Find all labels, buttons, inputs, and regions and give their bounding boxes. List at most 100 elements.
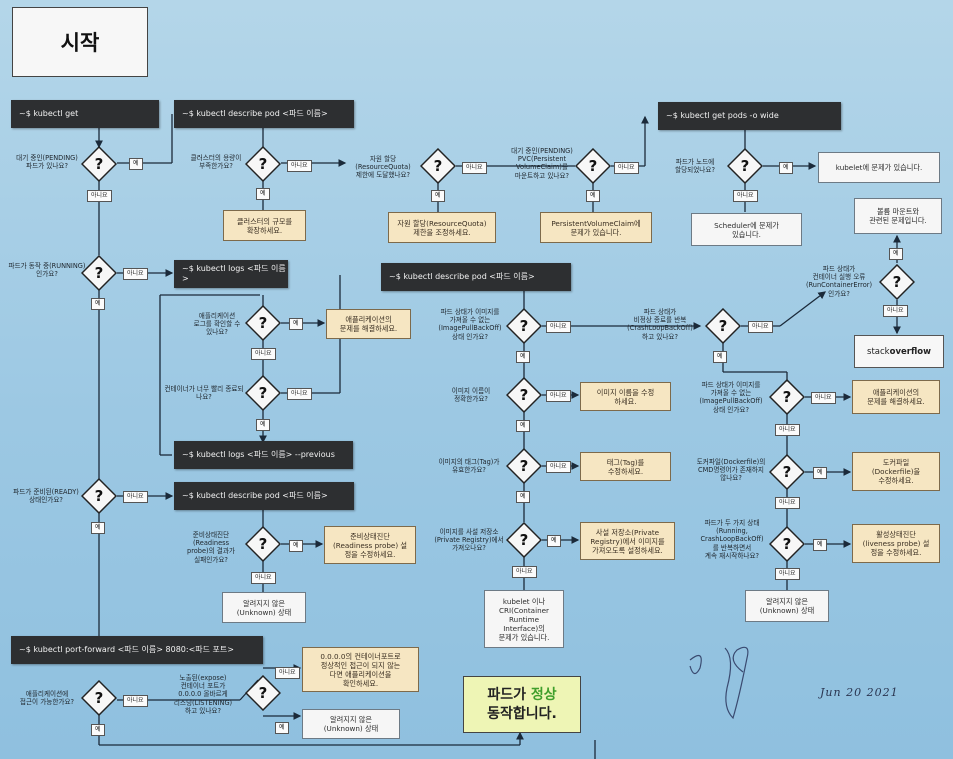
tag-no: 아니요 [123,695,148,707]
tag-no: 아니요 [775,568,800,580]
tag-yes: 예 [431,190,445,202]
decision-logs-check: ? [245,305,281,341]
answer-port-listen-issue: 0.0.0.0의 컨테이너포트로 정상적인 접근이 되지 않는 다면 애플리케이… [302,647,419,692]
q-exposed-listening-label: 노출된(expose) 컨테이너 포트가 0.0.0.0 올바르게 리스닝(LI… [173,674,233,715]
answer-fix-app-right: 애플리케이션의 문제를 해결하세요. [852,380,940,414]
signature [689,646,749,720]
tag-no: 아니요 [546,321,571,333]
cmd-kubectl-get: ~$ kubectl get [11,100,159,128]
decision-readiness-fail: ? [245,526,281,562]
tag-no: 아니요 [748,321,773,333]
cmd-port-forward: ~$ kubectl port-forward <파드 이름> 8080:<파드… [11,636,263,664]
tag-yes: 예 [289,540,303,552]
tag-yes: 예 [813,467,827,479]
q-image-name-label: 이미지 이름이 정확한가요? [451,387,491,404]
tag-yes: 예 [713,351,727,363]
tag-yes: 예 [813,539,827,551]
tag-yes: 예 [91,724,105,736]
q-ready-label: 파드가 준비된(READY) 상태인가요? [13,488,79,505]
decision-dockerfile-cmd: ? [769,454,805,490]
answer-fix-liveness: 활성상태진단 (liveness probe) 설 정을 수정하세요. [852,524,940,563]
answer-scale-cluster: 클러스터의 규모를 확장하세요. [223,210,306,241]
final-line2: 동작합니다. [487,705,557,722]
q-image-pull-right-label: 파드 상태가 이미지를 가져올 수 없는 (ImagePullBackOff) … [699,381,763,414]
tag-yes: 예 [516,420,530,432]
q-run-container-error-label: 파드 상태가 컨테이너 실행 오류 (RunContainerError) 인가… [805,265,873,298]
stackoverflow-pre: stack [867,346,890,357]
decision-image-pull-right: ? [769,379,805,415]
q-restarting-label: 파드가 두 가지 상태 (Running, CrashLoopBackOff) … [700,519,764,560]
q-dockerfile-cmd-label: 도커파일(Dockerfile)의 CMD명령어가 존재하지 않나요? [696,458,766,483]
decision-exposed-listening: ? [245,675,281,711]
decision-running: ? [81,255,117,291]
answer-mount-issue: 볼륨 마운트와 관련된 문제입니다. [854,198,942,234]
decision-pvc: ? [575,148,611,184]
handwritten-date: Jun 20 2021 [820,686,899,699]
answer-fix-app: 애플리케이션의 문제를 해결하세요. [326,309,411,339]
q-pvc-label: 대기 중인(PENDING) PVC(Persistent VolumeClai… [511,147,573,180]
tag-yes: 예 [275,722,289,734]
tag-yes: 예 [256,419,270,431]
decision-cluster-full: ? [245,146,281,182]
cmd-describe-pod-center: ~$ kubectl describe pod <파드 이름> [381,263,571,291]
q-quick-exit-label: 컨테이너가 너무 빨리 종료되 나요? [164,385,244,402]
q-pending-label: 대기 중인(PENDING) 파드가 있나요? [16,154,78,171]
answer-unknown-right: 알려지지 않은 (Unknown) 상태 [745,590,829,622]
answer-fix-image-name: 이미지 이름을 수정 하세요. [580,382,671,411]
q-image-tag-label: 이미지의 태그(Tag)가 유효한가요? [438,458,500,475]
answer-scheduler-issue: Scheduler에 문제가 있습니다. [691,213,802,246]
tag-yes: 예 [91,522,105,534]
tag-no: 아니요 [811,392,836,404]
cmd-describe-pod: ~$ kubectl describe pod <파드 이름> [174,100,354,128]
decision-ready: ? [81,478,117,514]
q-cluster-full-label: 클러스터의 용량이 부족한가요? [190,154,242,171]
decision-private-registry: ? [506,522,542,558]
answer-cri-issue: kubelet 이나 CRI(Container Runtime Interfa… [484,590,564,648]
cmd-logs-previous: ~$ kubectl logs <파드 이름> --previous [174,441,353,469]
decision-image-pull: ? [506,308,542,344]
answer-registry-secret: 사설 저장소(Private Registry)에서 이미지를 가져오도록 설정… [580,522,675,560]
tag-no: 아니요 [733,190,758,202]
decision-image-name: ? [506,377,542,413]
tag-yes: 예 [516,491,530,503]
decision-crashloop: ? [705,308,741,344]
tag-no: 아니요 [546,390,571,402]
stackoverflow-bold: overflow [889,346,931,357]
tag-yes: 예 [91,298,105,310]
tag-no: 아니요 [614,162,639,174]
tag-no: 아니요 [251,348,276,360]
tag-no: 아니요 [87,190,112,202]
answer-unknown-ready: 알려지지 않은 (Unknown) 상태 [222,592,306,623]
final-line1-pre: 파드가 [487,686,531,703]
start-box: 시작 [12,7,148,77]
tag-no: 아니요 [512,566,537,578]
tag-no: 아니요 [775,424,800,436]
final-line1-green: 정상 [530,686,557,703]
decision-quick-exit: ? [245,375,281,411]
final-box: 파드가 정상 동작합니다. [463,676,581,733]
q-logs-check-label: 애플리케이션 로그를 확인할 수 있나요? [193,312,241,337]
decision-resource-quota: ? [420,148,456,184]
tag-no: 아니요 [123,491,148,503]
tag-yes: 예 [129,158,143,170]
tag-no: 아니요 [462,162,487,174]
cmd-logs: ~$ kubectl logs <파드 이름> [174,260,288,288]
answer-fix-tag: 태그(Tag)를 수정하세요. [580,452,671,481]
decision-pending: ? [81,146,117,182]
tag-no: 아니요 [287,388,312,400]
answer-fix-readiness: 준비상태진단 (Readiness probe) 설 정을 수정하세요. [324,526,416,564]
q-image-pull-label: 파드 상태가 이미지를 가져올 수 없는 (ImagePullBackOff) … [438,308,502,341]
answer-fix-dockerfile: 도커파일 (Dockerfile)을 수정하세요. [852,452,940,491]
q-private-registry-label: 이미지를 사설 저장소 (Private Registry)에서 가져오나요? [434,528,504,553]
answer-pvc-issue: PersistentVolumeClaim에 문제가 있습니다. [540,212,652,243]
tag-yes: 예 [289,318,303,330]
final-line1: 파드가 정상 [487,686,556,705]
tag-no: 아니요 [546,461,571,473]
tag-no: 아니요 [287,160,312,172]
decision-restarting: ? [769,526,805,562]
tag-yes: 예 [889,248,903,260]
tag-no: 아니요 [251,572,276,584]
tag-yes: 예 [256,188,270,200]
decision-node-assigned: ? [727,148,763,184]
